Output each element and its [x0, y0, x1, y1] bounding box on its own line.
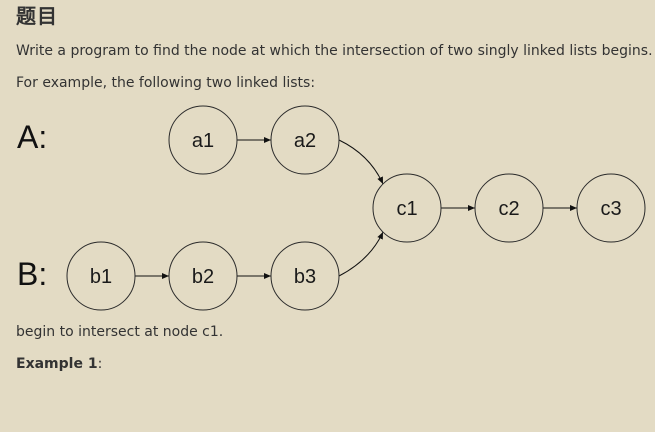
node-a2-label: a2 — [294, 130, 316, 152]
node-c3: c3 — [576, 173, 646, 243]
node-c2-label: c2 — [498, 198, 519, 220]
example-heading: Example 1: — [16, 356, 102, 372]
edge-a2-c1 — [338, 139, 384, 185]
conclusion-text: begin to intersect at node c1. — [16, 324, 224, 340]
example-label-suffix: : — [97, 356, 103, 372]
node-b1-label: b1 — [90, 266, 112, 288]
page-heading: 题目 — [16, 4, 58, 28]
node-c3-label: c3 — [600, 198, 621, 220]
example-label: Example 1 — [16, 356, 98, 372]
node-b2-label: b2 — [192, 266, 214, 288]
node-a1: a1 — [168, 105, 238, 175]
node-b2: b2 — [168, 241, 238, 311]
node-c1: c1 — [372, 173, 442, 243]
node-a2: a2 — [270, 105, 340, 175]
list-b-label: B: — [17, 256, 47, 292]
node-b3: b3 — [270, 241, 340, 311]
problem-statement: Write a program to find the node at whic… — [16, 43, 653, 59]
example-lead-text: For example, the following two linked li… — [16, 75, 316, 91]
node-c2: c2 — [474, 173, 544, 243]
node-c1-label: c1 — [396, 198, 417, 220]
node-a1-label: a1 — [192, 130, 214, 152]
edge-b3-c1 — [338, 231, 384, 277]
list-a-label: A: — [17, 119, 47, 155]
node-b1: b1 — [66, 241, 136, 311]
node-b3-label: b3 — [294, 266, 316, 288]
